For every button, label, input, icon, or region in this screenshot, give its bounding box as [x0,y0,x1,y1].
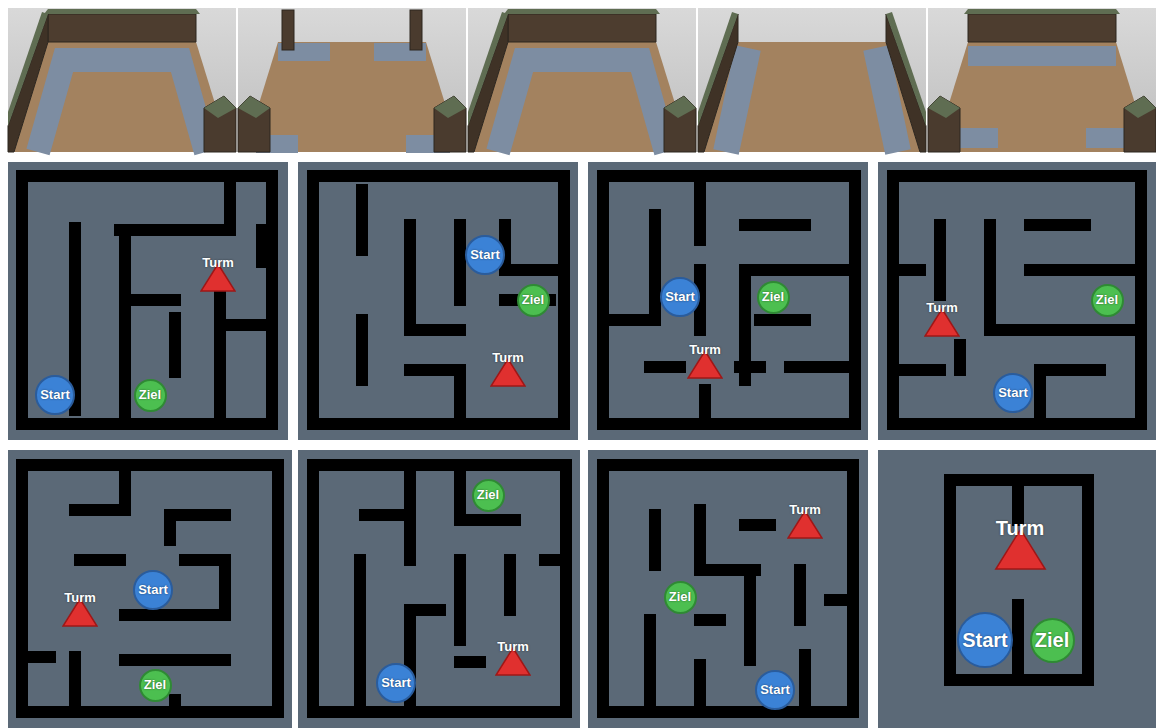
marker-label: Ziel [144,678,166,692]
marker-label: Turm [492,351,524,365]
tower-triangle: Turm [200,256,236,292]
tower-triangle: Turm [495,640,531,676]
marker-circle: Start [660,277,700,317]
tower-triangle: Turm [924,301,960,337]
marker-label: Ziel [762,290,784,304]
tower-triangle: Turm [687,343,723,379]
marker-circle: Ziel [517,284,550,317]
marker-circle: Ziel [757,281,790,314]
tower-triangle: Turm [787,503,823,539]
marker-label: Start [40,388,70,402]
marker-label: Turm [789,503,821,517]
marker-label: Start [962,629,1008,651]
marker-label: Start [470,248,500,262]
marker-circle: Start [755,670,795,710]
marker-label: Turm [202,256,234,270]
marker-label: Start [760,683,790,697]
marker-circle: Start [957,612,1013,668]
marker-circle: Start [35,375,75,415]
marker-label: Ziel [1096,293,1118,307]
marker-label: Ziel [139,388,161,402]
marker-label: Turm [64,591,96,605]
marker-circle: Ziel [139,669,172,702]
marker-label: Turm [497,640,529,654]
marker-circle: Start [376,663,416,703]
marker-label: Ziel [669,590,691,604]
marker-label: Turm [926,301,958,315]
marker-label: Turm [689,343,721,357]
marker-label: Turm [996,517,1045,539]
tower-triangle: Turm [62,591,98,627]
marker-label: Ziel [522,293,544,307]
marker-circle: Ziel [1030,618,1075,663]
tower-triangle: Turm [994,517,1047,570]
marker-circle: Ziel [664,581,697,614]
marker-label: Start [138,583,168,597]
marker-label: Start [665,290,695,304]
marker-circle: Start [993,373,1033,413]
marker-circle: Ziel [134,379,167,412]
marker-circle: Ziel [472,479,505,512]
marker-label: Ziel [477,488,499,502]
tower-triangle: Turm [490,351,526,387]
marker-circle: Ziel [1091,284,1124,317]
marker-circle: Start [133,570,173,610]
marker-label: Start [998,386,1028,400]
marker-label: Ziel [1035,629,1069,651]
marker-circle: Start [465,235,505,275]
marker-label: Start [381,676,411,690]
